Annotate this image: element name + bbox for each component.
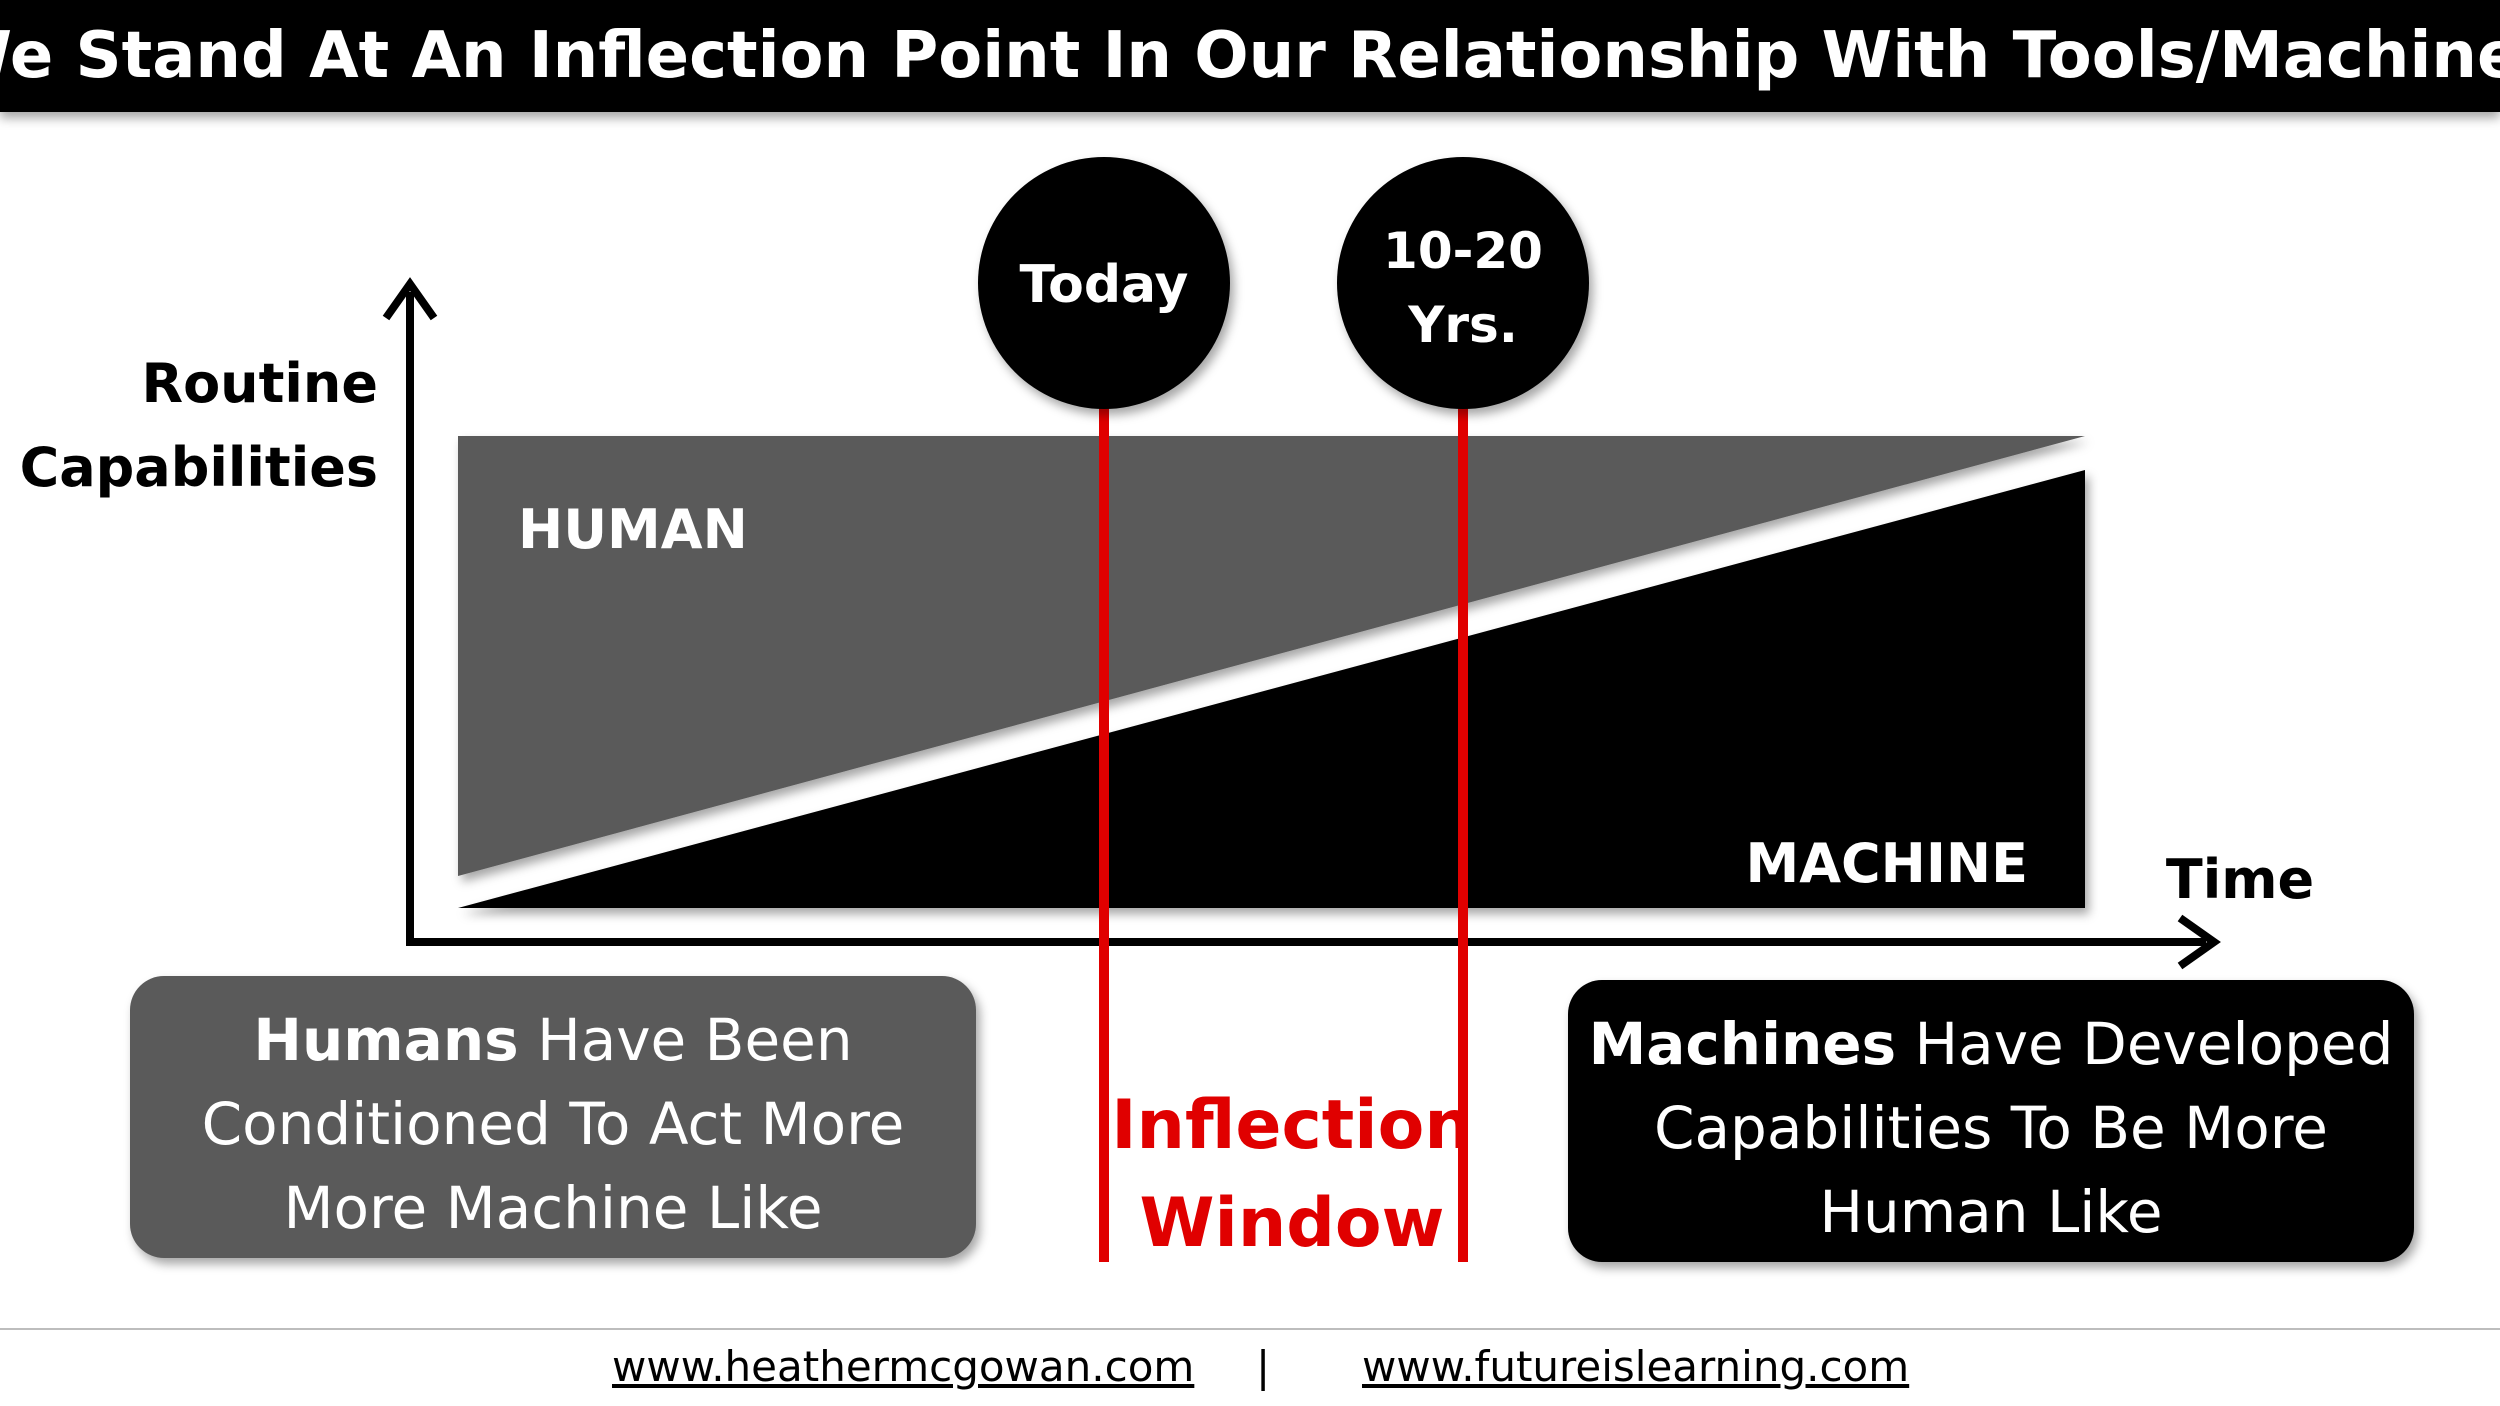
footer-link-2-wrap: www.futureislearning.com [1362,1342,1909,1398]
page-title: We Stand At An Inflection Point In Our R… [0,19,2500,93]
footer-link-futureislearning[interactable]: www.futureislearning.com [1362,1342,1910,1391]
future-marker-label-line2: Yrs. [1407,296,1518,354]
inflection-window-line2: Window [1140,1184,1445,1263]
y-axis-arrowhead [382,277,438,321]
humans-box [130,976,976,1258]
x-axis-arrowhead [2177,914,2221,970]
y-axis-label-line1: Routine [141,352,378,415]
x-axis-label: Time [2166,848,2314,911]
inflection-window-line1: Inflection [1111,1086,1472,1165]
footer-separator: | [1256,1342,1271,1391]
machines-box-line3: Human Like [1819,1178,2163,1246]
machine-label: MACHINE [1745,832,2028,895]
future-marker-label-line1: 10-20 [1383,222,1543,280]
humans-bold: Humans [253,1006,519,1074]
future-marker [1337,157,1589,409]
machines-box-text: Machines Have Developed Capabilities To … [1568,1002,2414,1254]
humans-box-line3: More Machine Like [283,1174,823,1242]
title-bar: We Stand At An Inflection Point In Our R… [0,0,2500,112]
y-axis-label-line2: Capabilities [20,436,378,499]
humans-box-line2: Conditioned To Act More [201,1090,905,1158]
footer-link-1-wrap: www.heathermcgowan.com [612,1342,1194,1398]
machines-rest: Have Developed [1896,1010,2394,1078]
human-label: HUMAN [518,498,748,561]
humans-rest: Have Been [518,1006,853,1074]
today-marker [978,157,1230,409]
machines-box-line2: Capabilities To Be More [1654,1094,2328,1162]
human-region [458,436,2085,876]
humans-box-text: Humans Have Been Conditioned To Act More… [130,998,976,1250]
machines-box-line1: Machines Have Developed [1568,1002,2414,1086]
machines-bold: Machines [1588,1010,1897,1078]
footer-divider [0,1328,2500,1330]
machines-box [1568,980,2414,1262]
footer-link-heathermcgowan[interactable]: www.heathermcgowan.com [612,1342,1195,1391]
humans-box-line1: Humans Have Been [130,998,976,1082]
machine-region [458,470,2085,908]
today-marker-label: Today [1020,255,1189,315]
